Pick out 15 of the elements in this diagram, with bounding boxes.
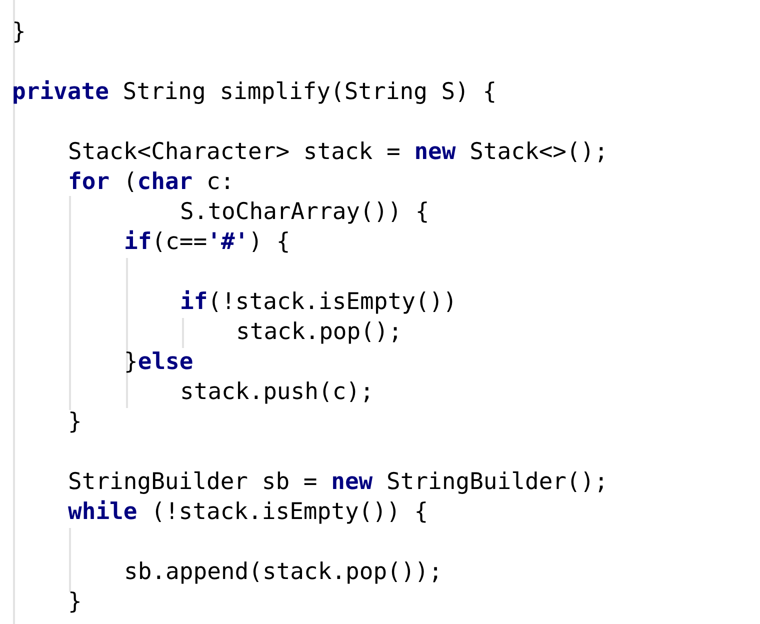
code-line: } bbox=[68, 588, 82, 616]
code-line: while (!stack.isEmpty()) { bbox=[68, 498, 428, 526]
code-line: sb.append(stack.pop()); bbox=[124, 558, 442, 586]
code-line: if(!stack.isEmpty()) bbox=[180, 288, 457, 316]
code-line: S.toCharArray()) { bbox=[180, 198, 430, 226]
code-line: } bbox=[12, 18, 26, 46]
code-line: Stack<Character> stack = new Stack<>(); bbox=[68, 138, 608, 166]
code-line: } bbox=[68, 408, 82, 436]
code-line: stack.pop(); bbox=[236, 318, 402, 346]
code-line: for (char c: bbox=[68, 168, 234, 196]
code-line: stack.push(c); bbox=[180, 378, 374, 406]
code-line: private String simplify(String S) { bbox=[12, 78, 497, 106]
code-line: }else bbox=[124, 348, 194, 376]
code-line: StringBuilder sb = new StringBuilder(); bbox=[68, 468, 608, 496]
code-line: if(c=='#') { bbox=[124, 228, 290, 256]
